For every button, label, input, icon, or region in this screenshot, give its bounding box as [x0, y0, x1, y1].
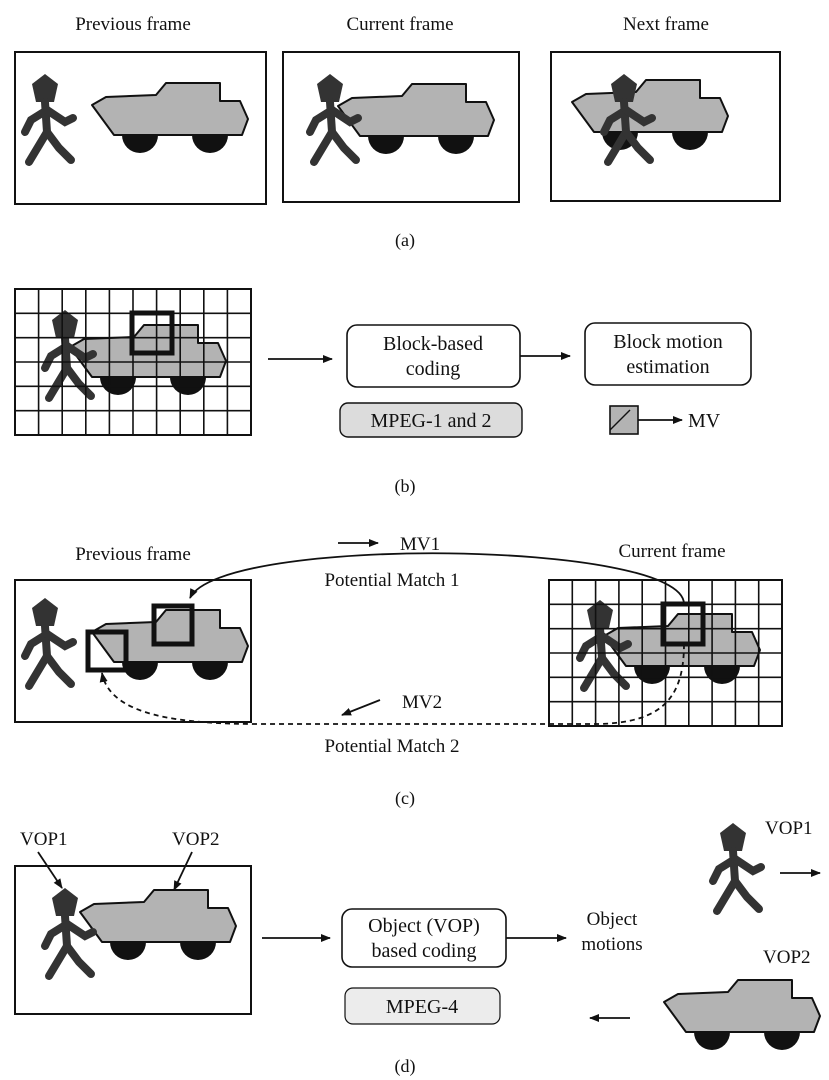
mpeg-1-2-label	[339, 402, 523, 438]
vop1-label: VOP1	[20, 829, 68, 850]
block-icon	[609, 405, 639, 435]
panel-c-right-title: Current frame	[618, 541, 725, 562]
panel-a: Previous frame Current frame Next frame …	[14, 14, 781, 251]
current-block	[660, 601, 706, 647]
vop2-label: VOP2	[172, 829, 220, 850]
block-motion-estimation-box	[584, 322, 752, 386]
panel-c-left-title: Previous frame	[75, 544, 191, 565]
mv1-label: MV1	[400, 534, 440, 555]
panel-b: Block-based coding Block motion estimati…	[14, 288, 752, 497]
object-motions-line: motions	[581, 934, 642, 955]
box-line: Block-based	[383, 333, 483, 355]
person-icon	[713, 823, 761, 911]
highlight-block	[129, 310, 175, 356]
mv-label: MV	[688, 410, 721, 432]
potential-match-2-block	[85, 629, 129, 673]
right-vop1-label: VOP1	[765, 818, 813, 839]
potential-match-1-block	[151, 603, 195, 647]
right-vop2-label: VOP2	[763, 947, 811, 968]
standard-label: MPEG-4	[386, 996, 458, 1018]
panel-d-caption: (d)	[395, 1056, 416, 1077]
panel-c: Previous frame Current frame MV1 Potenti…	[14, 534, 783, 809]
car-icon	[663, 979, 821, 1051]
mv2-label: MV2	[402, 692, 442, 713]
vop1-pointer	[37, 851, 63, 889]
panel-c-caption: (c)	[395, 788, 415, 809]
potential-match-2-label: Potential Match 2	[324, 736, 459, 757]
panel-a-title-current: Current frame	[346, 14, 453, 35]
potential-match-1-label: Potential Match 1	[324, 570, 459, 591]
panel-d: VOP1 VOP2 Object (VOP) based coding Obje…	[14, 818, 821, 1077]
panel-a-title-previous: Previous frame	[75, 14, 191, 35]
vop2-pointer	[173, 851, 193, 891]
standard-label: MPEG-1 and 2	[370, 410, 491, 432]
match-2-curve	[99, 643, 685, 725]
mv2-arrow	[341, 699, 381, 716]
box-line: coding	[406, 358, 460, 380]
block-grid	[15, 289, 251, 435]
match-1-curve	[189, 552, 685, 605]
box-line: Block motion	[613, 331, 722, 353]
box-line: Object (VOP)	[368, 915, 480, 937]
mpeg-4-label	[344, 987, 501, 1025]
panel-b-caption: (b)	[395, 476, 416, 497]
object-motions-line: Object	[587, 909, 638, 930]
box-line: estimation	[626, 356, 709, 378]
panel-a-caption: (a)	[395, 230, 415, 251]
block-icon-diagonal	[609, 409, 631, 431]
box-line: based coding	[372, 940, 477, 962]
panel-a-title-next: Next frame	[623, 14, 709, 35]
